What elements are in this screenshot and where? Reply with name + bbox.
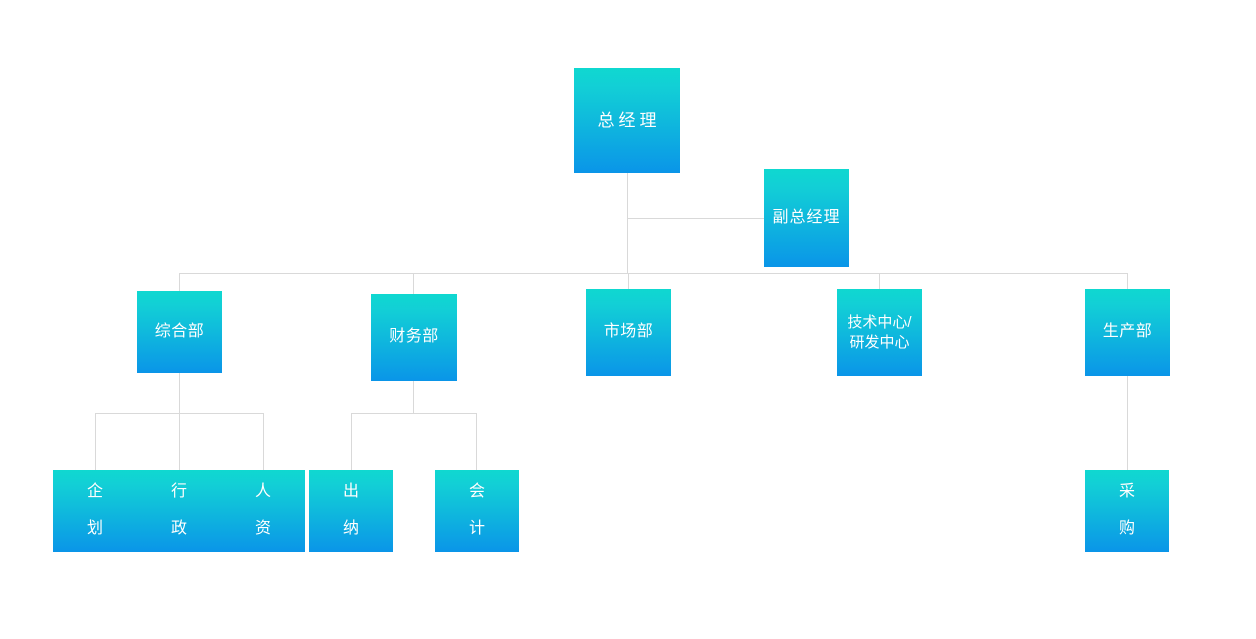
node-administration[interactable]: 行 政 (137, 470, 221, 552)
node-label-vice-general-manager: 副总经理 (772, 208, 841, 226)
connector-gm-stem (627, 172, 628, 274)
node-vice-general-manager[interactable]: 副总经理 (764, 169, 849, 267)
node-label-production: 生产部 (1102, 323, 1153, 341)
connector-finance-bus (351, 413, 477, 414)
connector-drop-general-affairs (179, 273, 180, 292)
node-label-human-resources: 人 资 (254, 482, 271, 538)
node-marketing[interactable]: 市场部 (586, 289, 671, 376)
connector-drop-planning (95, 413, 96, 471)
connector-drop-cashier (351, 413, 352, 471)
connector-production-to-procurement (1127, 375, 1128, 471)
connector-gm-to-vice (628, 218, 765, 219)
node-label-general-affairs: 综合部 (154, 322, 205, 340)
node-tech-center[interactable]: 技术中心/ 研发中心 (837, 289, 922, 376)
node-general-manager[interactable]: 总经理 (574, 68, 680, 173)
connector-drop-human-resources (263, 413, 264, 471)
node-label-general-manager: 总经理 (597, 110, 661, 130)
node-label-administration: 行 政 (170, 482, 187, 538)
node-procurement[interactable]: 采 购 (1085, 470, 1169, 552)
connector-drop-production (1127, 273, 1128, 290)
connector-main-bus (179, 273, 1128, 274)
node-general-affairs[interactable]: 综合部 (137, 291, 222, 373)
node-label-marketing: 市场部 (603, 323, 654, 341)
node-label-accounting: 会 计 (468, 482, 485, 538)
node-label-finance: 财务部 (389, 328, 439, 346)
node-production[interactable]: 生产部 (1085, 289, 1170, 376)
node-finance[interactable]: 财务部 (371, 294, 457, 381)
node-accounting[interactable]: 会 计 (435, 470, 519, 552)
node-planning[interactable]: 企 划 (53, 470, 137, 552)
node-label-procurement: 采 购 (1118, 482, 1135, 538)
connector-drop-tech-center (879, 273, 880, 290)
node-cashier[interactable]: 出 纳 (309, 470, 393, 552)
node-label-planning: 企 划 (86, 482, 103, 538)
connector-drop-finance (413, 273, 414, 295)
connector-general-affairs-stem (179, 372, 180, 414)
node-label-cashier: 出 纳 (342, 482, 359, 538)
node-label-tech-center: 技术中心/ 研发中心 (847, 314, 912, 351)
connector-drop-accounting (476, 413, 477, 471)
node-human-resources[interactable]: 人 资 (221, 470, 305, 552)
connector-drop-administration (179, 413, 180, 471)
connector-finance-stem (413, 381, 414, 414)
connector-drop-marketing (628, 273, 629, 290)
